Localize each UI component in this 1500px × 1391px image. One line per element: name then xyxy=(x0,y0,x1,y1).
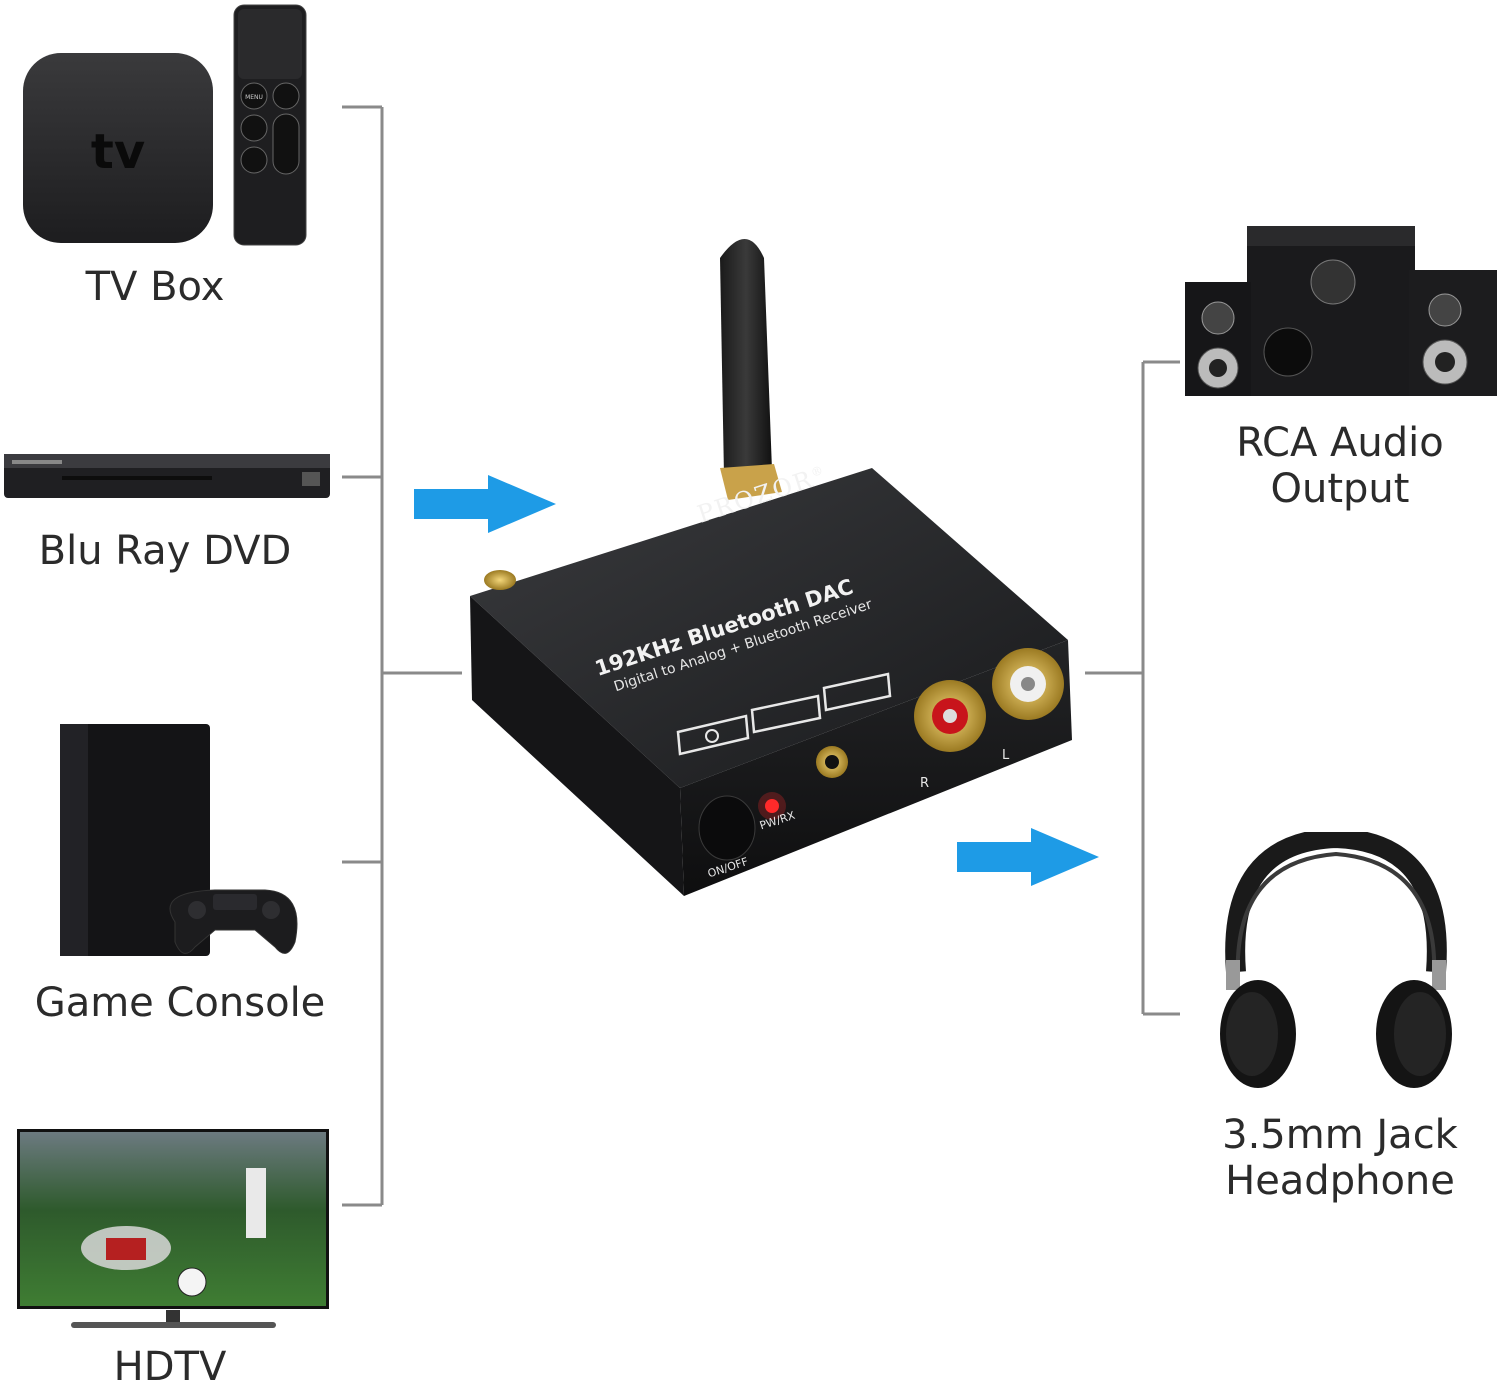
headphone-line2: Headphone xyxy=(1225,1158,1455,1204)
tv-box-label: TV Box xyxy=(85,264,225,310)
hdtv-image xyxy=(16,1128,330,1332)
remote-image: MENU xyxy=(233,4,307,246)
tv-box-image: tv xyxy=(20,50,216,246)
input-arrow xyxy=(414,475,556,533)
blu-ray-image xyxy=(2,446,332,506)
rca-right-label: R xyxy=(920,776,930,791)
blu-ray-label: Blu Ray DVD xyxy=(38,528,292,574)
rca-output-label: RCA Audio Output xyxy=(1190,420,1490,512)
headphone-line1: 3.5mm Jack xyxy=(1222,1112,1458,1158)
game-console-image xyxy=(55,722,310,967)
tv-logo-text: tv xyxy=(91,124,145,180)
rca-output-line2: Output xyxy=(1270,466,1410,512)
headphone-label: 3.5mm Jack Headphone xyxy=(1185,1112,1495,1204)
rca-speakers-image xyxy=(1183,222,1498,398)
output-arrow xyxy=(957,828,1099,886)
hdtv-label: HDTV xyxy=(113,1344,227,1390)
rca-output-line1: RCA Audio xyxy=(1236,420,1444,466)
dac-device: PROZOR® 192KHz Bluetooth DAC Digital to … xyxy=(462,228,1082,898)
headphone-image xyxy=(1216,832,1456,1090)
game-console-label: Game Console xyxy=(34,980,326,1026)
remote-menu-label: MENU xyxy=(245,94,263,101)
rca-left-label: L xyxy=(1002,748,1010,763)
